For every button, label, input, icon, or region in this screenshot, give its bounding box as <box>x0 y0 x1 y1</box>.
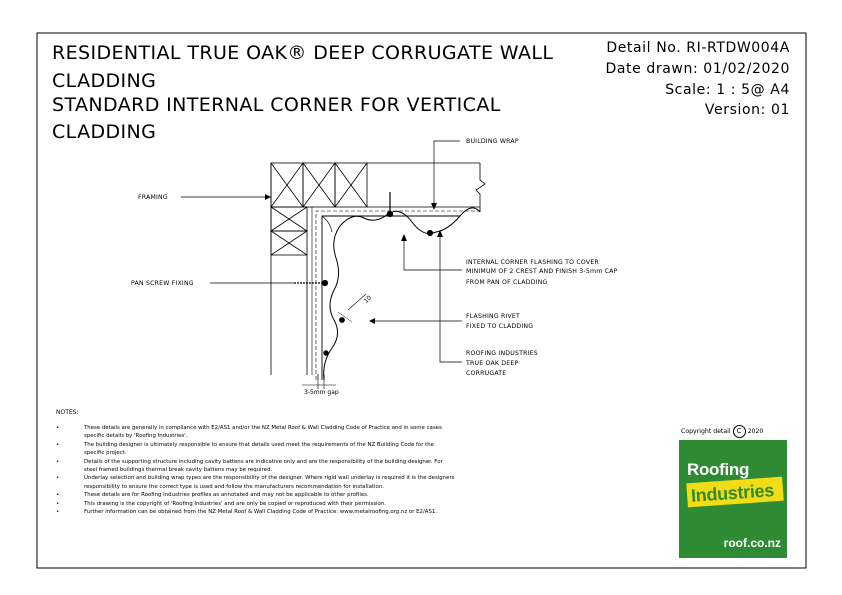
break-line <box>475 163 486 207</box>
date-drawn: Date drawn: 01/02/2020 <box>605 61 790 77</box>
note-item: This drawing is the copyright of 'Roofin… <box>56 500 456 509</box>
title-line-1: RESIDENTIAL TRUE OAK® DEEP CORRUGATE WAL… <box>52 42 554 64</box>
callout-pan-screw: PAN SCREW FIXING <box>131 280 194 287</box>
logo-url: roof.co.nz <box>723 536 781 550</box>
copyright-label: Copyright detail <box>681 428 731 435</box>
copyright-icon: C <box>732 425 746 438</box>
title-line-4: CLADDING <box>52 121 157 143</box>
title-line-2: CLADDING <box>52 70 157 92</box>
framing-timber <box>270 162 480 375</box>
building-wrap-line <box>315 210 480 380</box>
callout-building-wrap: BUILDING WRAP <box>466 138 519 145</box>
callout-ri-line-3: CORRUGATE <box>466 370 507 377</box>
drawing-version: Version: 01 <box>704 102 790 118</box>
leader-arrowheads <box>265 194 443 324</box>
callout-rivet-line-2: FIXED TO CLADDING <box>466 323 534 330</box>
dim-10-ext <box>337 311 353 323</box>
note-item: Underlay selection and building wrap typ… <box>56 474 456 491</box>
callout-flashing-line-3: FROM PAN OF CLADDING <box>466 279 548 286</box>
callout-ri-line-2: TRUE OAK DEEP <box>466 360 519 367</box>
callout-framing: FRAMING <box>138 194 168 201</box>
callout-ri-line-1: ROOFING INDUSTRIES <box>466 350 538 357</box>
title-line-3: STANDARD INTERNAL CORNER FOR VERTICAL <box>52 94 501 116</box>
callout-rivet-line-1: FLASHING RIVET <box>466 313 521 320</box>
gap-ticks <box>317 374 325 380</box>
callout-flashing-line-1: INTERNAL CORNER FLASHING TO COVER <box>466 259 599 266</box>
drawing-scale: Scale: 1 : 5@ A4 <box>665 82 790 98</box>
corner-flashing <box>321 215 460 380</box>
copyright-year: 2020 <box>747 428 764 435</box>
logo-word-industries: Industries <box>690 480 775 506</box>
dim-10-line <box>347 293 367 311</box>
copyright-line: Copyright detail C 2020 <box>681 425 763 438</box>
leader-lines <box>181 140 462 363</box>
roofing-industries-logo: Roofing Industries roof.co.nz <box>679 440 787 558</box>
cladding-horizontal <box>339 207 481 235</box>
callout-flashing-line-2: MINIMUM OF 2 CREST AND FINISH 3-5mm CAP <box>466 268 618 275</box>
cladding-vertical <box>323 225 341 381</box>
notes-list: These details are generally in complianc… <box>56 424 456 517</box>
note-item: Details of the supporting structure incl… <box>56 458 456 475</box>
note-item: Further information can be obtained from… <box>56 508 456 517</box>
screw-fixings <box>294 192 434 356</box>
note-item: These details are generally in complianc… <box>56 424 456 441</box>
gap-label: 3-5mm gap <box>304 389 339 396</box>
logo-word-roofing: Roofing <box>687 460 750 479</box>
notes-heading: NOTES: <box>56 409 79 416</box>
note-item: The building designer is ultimately resp… <box>56 441 456 458</box>
note-item: These details are for Roofing Industries… <box>56 491 456 500</box>
sheet-border <box>36 32 807 569</box>
detail-number: Detail No. RI-RTDW004A <box>606 40 790 56</box>
flashing-bend <box>321 215 333 233</box>
